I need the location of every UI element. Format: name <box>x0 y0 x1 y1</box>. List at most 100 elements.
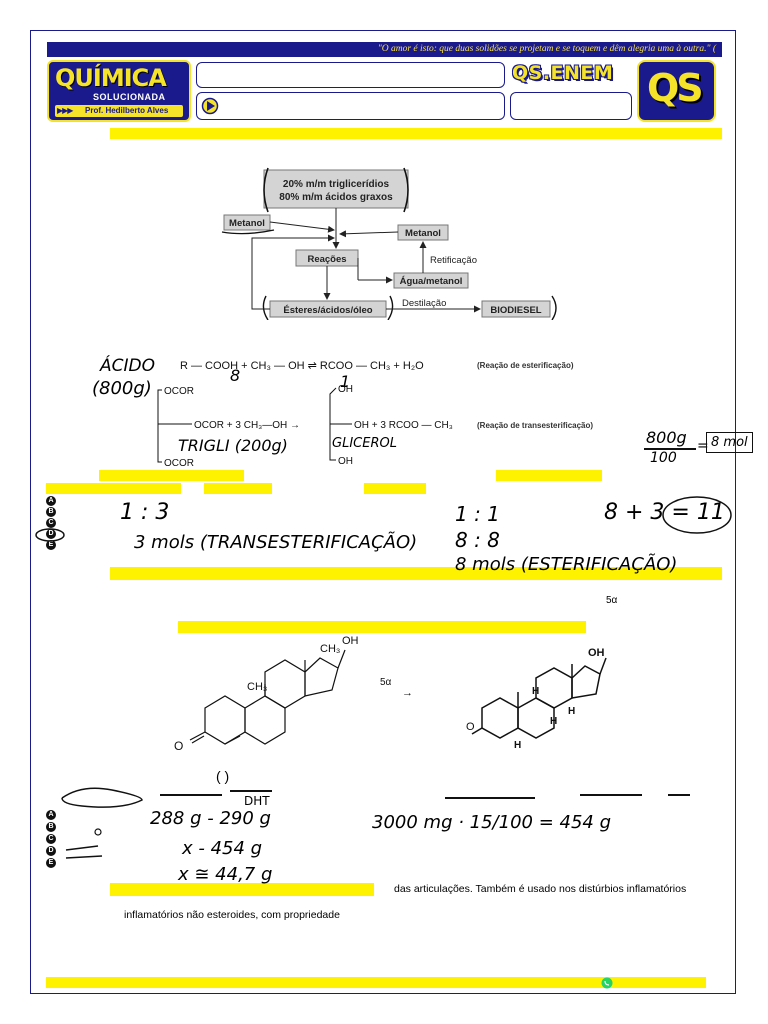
option-b[interactable]: B <box>46 822 56 832</box>
feedstock-line2: 80% m/m ácidos graxos <box>279 192 393 203</box>
body-text-line2: inflamatórios não esteroides, com propri… <box>124 909 340 921</box>
blank-parens: ( ) <box>216 768 230 784</box>
option-d[interactable]: D <box>46 529 56 539</box>
hand-scribble-loop <box>61 787 143 808</box>
quimica-solucionada-logo: QUÍMICA SOLUCIONADA Prof. Hedilberto Alv… <box>47 60 191 122</box>
ocor-bottom: OCOR <box>164 458 194 469</box>
dht-structure <box>471 657 607 739</box>
hand-ratio-c: 8 : 8 <box>455 528 500 552</box>
reaction-equations: R — COOH + CH₃ — OH ⇌ RCOO — CH₃ + H₂O (… <box>157 360 593 469</box>
h-1: H <box>532 686 539 697</box>
option-b[interactable]: B <box>46 507 56 517</box>
transesterification-right: OH + 3 RCOO — CH₃ <box>354 420 453 431</box>
testosterone-structure <box>189 649 346 745</box>
fraction-line <box>644 448 696 450</box>
ocor-top: OCOR <box>164 386 194 397</box>
logo-title: QUÍMICA <box>55 64 167 92</box>
qs-logo: QS <box>637 60 716 122</box>
hand-equals: = <box>697 438 709 454</box>
hand-trigli: TRIGLI (200g) <box>178 436 288 455</box>
header-subtitle-field <box>196 92 505 120</box>
hand-trans-mols: 3 mols (TRANSESTERIFICAÇÃO) <box>134 532 418 553</box>
highlight-bar <box>99 470 244 481</box>
header-code-field <box>510 92 632 120</box>
hand-mass-line1: 288 g - 290 g <box>150 808 271 829</box>
agua-metanol-box <box>393 272 469 289</box>
highlight-bar <box>110 567 722 580</box>
biodiesel-label: BIODIESEL <box>490 305 541 316</box>
whatsapp-icon <box>601 977 613 989</box>
metanol-right-label: Metanol <box>405 228 441 239</box>
transesterification-label: (Reação de transesterificação) <box>477 421 593 430</box>
hand-calc: 3000 mg · 15/100 = 454 g <box>372 812 612 833</box>
feedstock-line1: 20% m/m triglicerídios <box>283 179 390 190</box>
hand-line <box>445 797 535 799</box>
highlight-bar <box>110 128 722 139</box>
oh-top: OH <box>338 384 353 395</box>
esteres-label: Ésteres/ácidos/óleo <box>283 305 372 316</box>
reacoes-label: Reações <box>307 254 346 265</box>
h-4: H <box>514 740 521 751</box>
hand-mass-line3: x ≅ 44,7 g <box>178 864 273 885</box>
option-c[interactable]: C <box>46 834 56 844</box>
hand-mass-800: (800g) <box>92 378 152 399</box>
hand-fraction-den: 100 <box>650 450 677 466</box>
five-alpha-mid: 5α <box>380 677 392 688</box>
oh-bottom: OH <box>338 456 353 467</box>
reaction-arrow: → <box>402 687 413 699</box>
option-e[interactable]: E <box>46 540 56 550</box>
highlight-bar <box>364 483 426 494</box>
metanol-left-label: Metanol <box>229 218 265 229</box>
steroid-structures: O CH₃ CH₃ OH 5α → O OH H H H H <box>174 635 607 753</box>
hand-one: 1 <box>340 372 351 391</box>
destilacao-label: Destilação <box>402 298 446 309</box>
hand-line <box>580 794 642 796</box>
hand-line <box>230 790 272 792</box>
biodiesel-process-diagram: 20% m/m triglicerídios 80% m/m ácidos gr… <box>221 167 557 320</box>
quote-banner: "O amor é isto: que duas solidões se pro… <box>47 42 722 57</box>
esterification-label: (Reação de esterificação) <box>477 361 574 370</box>
hand-fraction-num: 800g <box>646 428 687 447</box>
five-alpha-top: 5α <box>606 595 618 606</box>
option-c[interactable]: C <box>46 518 56 528</box>
h-3: H <box>568 706 575 717</box>
logo-subtitle: SOLUCIONADA <box>93 92 166 102</box>
hand-ester-mols: 8 mols (ESTERIFICAÇÃO) <box>455 554 678 575</box>
qs-logo-text: QS <box>647 66 704 110</box>
biodiesel-box <box>481 300 551 318</box>
oh-left: OH <box>342 635 359 647</box>
sum-circle <box>662 496 732 534</box>
highlight-bar <box>204 483 272 494</box>
ch3-mid: CH₃ <box>247 681 267 693</box>
option-a[interactable]: A <box>46 496 56 506</box>
oh-right: OH <box>588 647 605 659</box>
hand-line <box>160 794 222 796</box>
hand-fraction-result: 8 mol <box>706 432 753 453</box>
body-text-line1: das articulações. Também é usado nos dis… <box>394 883 687 895</box>
hand-ratio-a: 1 : 3 <box>120 500 170 525</box>
highlight-bar <box>496 470 602 481</box>
option-d[interactable]: D <box>46 846 56 856</box>
hand-mass-line2: x - 454 g <box>182 838 263 859</box>
transesterification-left: OCOR + 3 CH₃—OH → <box>194 420 300 431</box>
h-2: H <box>550 716 557 727</box>
esterification-equation: R — COOH + CH₃ — OH ⇌ RCOO — CH₃ + H₂O <box>180 360 424 372</box>
hand-glicerol: GLICEROL <box>332 436 397 451</box>
highlight-bar <box>178 621 586 633</box>
logo-prof: Prof. Hedilberto Alves <box>55 105 183 117</box>
hand-dht: DHT <box>244 794 270 808</box>
hand-marks <box>65 828 103 859</box>
hand-ratio-b: 1 : 1 <box>455 502 500 526</box>
o-right: O <box>466 721 475 733</box>
option-a[interactable]: A <box>46 810 56 820</box>
hand-acido: ÁCIDO <box>100 356 155 376</box>
highlight-bar <box>46 483 181 494</box>
option-e[interactable]: E <box>46 858 56 868</box>
o-left: O <box>174 739 183 753</box>
play-icon <box>201 97 219 115</box>
feedstock-box <box>263 169 409 209</box>
page-frame <box>30 30 736 994</box>
agua-metanol-label: Água/metanol <box>400 276 463 287</box>
header-title-field <box>196 62 505 88</box>
qs-enem-title: QS.ENEM <box>512 62 614 84</box>
